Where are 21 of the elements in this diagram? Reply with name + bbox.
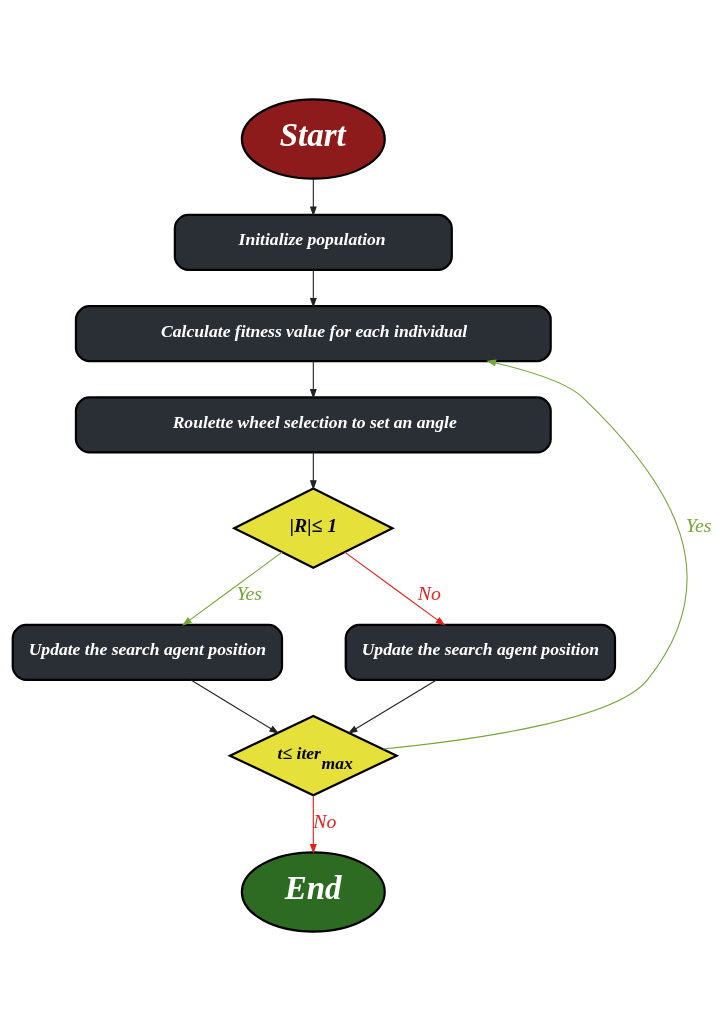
arrow bbox=[309, 178, 317, 217]
node-box: Initialize population bbox=[173, 213, 453, 271]
arrow bbox=[190, 679, 280, 734]
edge-label: Yes bbox=[685, 513, 712, 536]
arrow bbox=[309, 360, 317, 399]
node-box: Roulette wheel selection to set an angle bbox=[74, 396, 552, 454]
node-ellipse: Start bbox=[240, 98, 386, 180]
node-box: Update the search agent position bbox=[11, 623, 284, 681]
edge-label: Yes bbox=[236, 582, 263, 605]
node-box: Calculate fitness value for each individual bbox=[74, 305, 552, 363]
arrow bbox=[309, 451, 317, 491]
arrow bbox=[309, 269, 317, 308]
arrow bbox=[309, 795, 317, 854]
node-ellipse: End bbox=[240, 851, 386, 933]
arrow bbox=[347, 679, 438, 734]
node-diamond: |R|≤ 1 bbox=[231, 487, 395, 569]
edge-label: No bbox=[417, 582, 441, 605]
arrow bbox=[344, 551, 446, 626]
arrow bbox=[182, 551, 283, 626]
node-box: Update the search agent position bbox=[344, 623, 617, 681]
arrow bbox=[382, 359, 688, 750]
